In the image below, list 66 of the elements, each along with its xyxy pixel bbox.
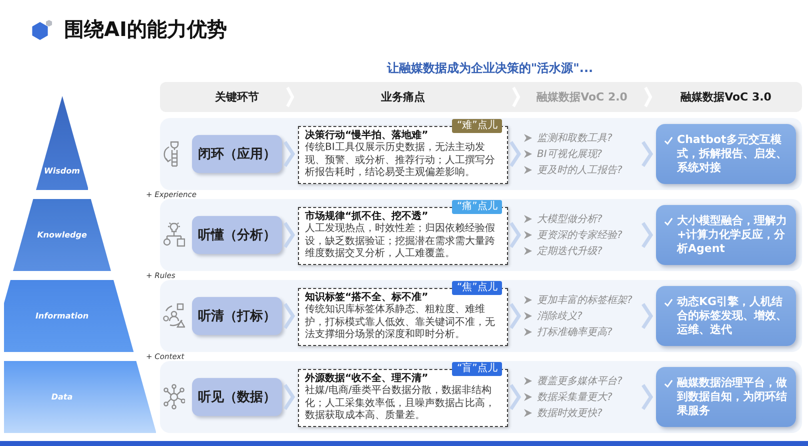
pyramid-tier (36, 96, 88, 190)
tier-label: Knowledge (37, 230, 87, 240)
chevron-arrow (642, 303, 654, 329)
solution-box (656, 205, 796, 265)
tier-label: Information (35, 312, 89, 320)
chevron-arrow (284, 303, 296, 329)
question-text: 打标准确率更高? (537, 326, 612, 339)
solution-text: 大小模型融合，理解力+计算力化学反应，分析Agent (677, 214, 788, 256)
chevron-arrow (510, 222, 522, 248)
question-text: 覆盖更多媒体平台? (537, 374, 622, 388)
solution-box (656, 124, 796, 184)
pain-description: 人工发现热点，时效性差；归因依赖经验假设，缺乏数据验证；挖掘潜在需求需大量跨维度数据交叉分析，人工难覆盖。 (305, 223, 496, 261)
solution-box (656, 367, 796, 427)
pyramid-tier (13, 199, 111, 271)
pain-title: 知识标签“搭不全、标不准” (305, 292, 430, 304)
pain-title: 市场规律“抓不住、挖不透” (305, 211, 430, 222)
column-header: 关键环节 (215, 90, 259, 104)
tier-label: Data (51, 392, 73, 402)
pain-title: 外源数据“收不全、理不清” (305, 373, 430, 384)
pain-tag: “盲”点儿 (452, 362, 502, 376)
pain-tag: “痛”点儿 (452, 200, 502, 214)
pain-tag: “难”点儿 (452, 119, 502, 133)
chevron-arrow (510, 384, 522, 410)
column-header: 业务痛点 (381, 90, 425, 104)
chevron-arrow (642, 384, 654, 410)
stage-box: 听见（数据） (192, 378, 282, 416)
stage-box: 闭环（应用） (192, 135, 282, 173)
chevron-arrow (510, 303, 522, 329)
question-text: 数据时效更快? (537, 406, 602, 420)
chevron-arrow (284, 384, 296, 410)
question-text: 更及时的人工报告? (537, 164, 622, 177)
subtitle: 让融媒数据成为企业决策的"活水源"... (386, 60, 594, 76)
row-panel (160, 118, 802, 190)
solution-text: 融媒数据治理平台，做到数据自知，为闭环结果服务 (677, 376, 788, 418)
pain-title: 决策行动“慢半拍、落地难” (305, 130, 430, 142)
tier-label: Wisdom (44, 166, 80, 176)
solution-text: Chatbot多元交互模式，拆解报告、启发、系统对接 (677, 133, 788, 175)
row-panel (160, 199, 802, 271)
row-panel (160, 361, 802, 433)
question-text: 更加丰富的标签框架? (537, 294, 632, 307)
pain-description: 社媒/电商/垂类平台数据分散，数据非结构化；人工采集效率低，且噪声数据占比高，数据获取成本高、质量差。 (305, 385, 496, 423)
pain-tag: “焦”点儿 (452, 281, 502, 295)
pyramid-tier (4, 361, 156, 433)
chevron-arrow (284, 222, 296, 248)
column-header: 融媒数据VoC 2.0 (536, 90, 628, 104)
question-text: 大模型做分析? (537, 212, 602, 226)
chevron-arrow (510, 141, 522, 167)
pain-description: 传统BI工具仅展示历史数据，无法主动发现、预警、或分析、推荐行动；人工撰写分析报告耗时，结论易受主观偏差影响。 (305, 142, 496, 180)
pain-description: 传统知识库标签体系静态、粗粒度、难维护，打标模式靠人低效、靠关键词不准，无法支撑细分场景的深度和即时分析。 (305, 304, 496, 342)
row-panel (160, 280, 802, 352)
question-text: 消除歧义? (537, 310, 582, 323)
pyramid-tier (4, 280, 134, 352)
chevron-arrow (642, 141, 654, 167)
solution-text: 动态KG引擎，人机结合的标签发现、增效、运维、迭代 (677, 295, 788, 337)
page-title: 围绕AI的能力优势 (64, 16, 227, 43)
stage-box: 听清（打标） (192, 297, 282, 335)
stage-box: 听懂（分析） (192, 216, 282, 254)
column-header: 融媒数据VoC 3.0 (680, 90, 772, 104)
question-text: 监测和取数工具? (537, 132, 612, 145)
solution-box (656, 286, 796, 346)
question-text: 更资深的专家经验? (537, 228, 622, 242)
question-text: 定期迭代升级? (537, 244, 602, 258)
chevron-arrow (284, 141, 296, 167)
question-text: 数据采集量更大? (537, 390, 612, 404)
chevron-arrow (642, 222, 654, 248)
question-text: BI可视化展现? (537, 148, 602, 161)
